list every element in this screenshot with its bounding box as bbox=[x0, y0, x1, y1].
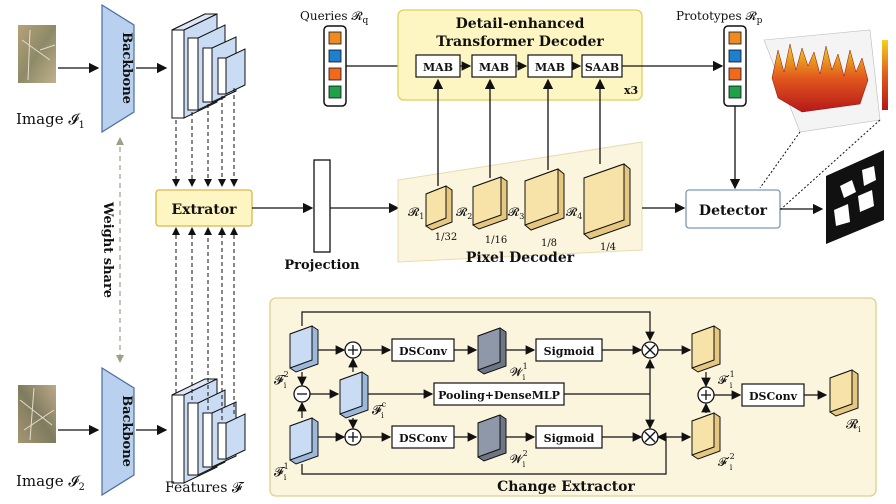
dsconv-output: DSConv bbox=[741, 383, 805, 407]
cube-to-decoder-arrows bbox=[432, 78, 606, 186]
scale-r2-ratio: 1/16 bbox=[485, 235, 507, 246]
features-label: Features 𝓕 bbox=[165, 480, 245, 496]
image2-label: Image 𝓘2 bbox=[16, 472, 85, 493]
detector-box: Detector bbox=[685, 189, 781, 229]
query-token-1 bbox=[328, 31, 342, 45]
svg-text:Detector: Detector bbox=[699, 203, 768, 219]
weight-share-label: Weight share bbox=[100, 201, 115, 298]
svg-text:DSConv: DSConv bbox=[749, 390, 798, 403]
subtract-node bbox=[293, 385, 311, 403]
feature-map-fp1 bbox=[691, 325, 721, 373]
svg-text:DSConv: DSConv bbox=[399, 345, 448, 358]
heatmap-surface bbox=[763, 29, 888, 133]
mab-block-2: MAB bbox=[471, 54, 517, 78]
svg-text:DSConv: DSConv bbox=[399, 432, 448, 445]
decoder-title-1: Detail-enhanced bbox=[456, 16, 585, 32]
scale-r1-label: 𝓡1 bbox=[408, 205, 424, 221]
prototype-token-4 bbox=[728, 85, 742, 99]
saab-block: SAAB bbox=[581, 54, 623, 78]
mab-block-1: MAB bbox=[415, 54, 461, 78]
pixel-decoder-panel bbox=[397, 141, 643, 263]
svg-text:MAB: MAB bbox=[423, 61, 453, 74]
query-token-2 bbox=[328, 49, 342, 63]
scale-r4-label: 𝓡4 bbox=[566, 205, 582, 221]
scale-r4-ratio: 1/4 bbox=[600, 242, 616, 253]
svg-text:Extrator: Extrator bbox=[171, 202, 237, 218]
svg-text:Pooling+DenseMLP: Pooling+DenseMLP bbox=[438, 389, 560, 402]
query-token-4 bbox=[328, 85, 342, 99]
svg-text:Backbone: Backbone bbox=[119, 32, 134, 104]
add-node-final bbox=[697, 386, 715, 404]
pixel-decoder-label: Pixel Decoder bbox=[466, 250, 575, 266]
feature-cube-r2 bbox=[472, 176, 508, 230]
feature-connectors bbox=[172, 88, 238, 420]
prototypes-label: Prototypes 𝓡p bbox=[676, 9, 763, 26]
decoder-repeat: x3 bbox=[624, 84, 638, 97]
prototype-token-3 bbox=[728, 67, 742, 81]
svg-text:SAAB: SAAB bbox=[585, 61, 619, 74]
svg-text:MAB: MAB bbox=[479, 61, 509, 74]
scale-r2-label: 𝓡2 bbox=[456, 205, 472, 221]
input-image-2 bbox=[18, 385, 56, 443]
sigmoid-bottom: Sigmoid bbox=[535, 425, 603, 449]
prototype-token-1 bbox=[728, 31, 742, 45]
sigmoid-top: Sigmoid bbox=[535, 338, 603, 362]
feature-stack-bottom bbox=[171, 378, 246, 484]
dsconv-bottom: DSConv bbox=[391, 425, 455, 449]
projection-box bbox=[313, 159, 331, 253]
svg-text:Sigmoid: Sigmoid bbox=[544, 345, 595, 358]
scale-r1-ratio: 1/32 bbox=[435, 232, 457, 243]
mab-block-3: MAB bbox=[527, 54, 573, 78]
image1-label: Image 𝓘1 bbox=[16, 110, 85, 131]
feature-map-f1 bbox=[289, 417, 319, 465]
prototype-tokens bbox=[723, 25, 747, 107]
prototype-token-2 bbox=[728, 49, 742, 63]
feature-map-fp2 bbox=[691, 412, 721, 460]
query-token-3 bbox=[328, 67, 342, 81]
weight-map-w2 bbox=[477, 414, 507, 462]
backbone-top: Backbone bbox=[101, 3, 135, 134]
add-node-top bbox=[344, 341, 362, 359]
decoder-title-2: Transformer Decoder bbox=[436, 34, 604, 50]
feature-map-f2 bbox=[289, 325, 319, 373]
weight-map-w1 bbox=[477, 327, 507, 375]
change-map-output bbox=[826, 150, 884, 244]
scale-r3-ratio: 1/8 bbox=[541, 238, 557, 249]
projection-label: Projection bbox=[284, 258, 360, 273]
dsconv-top: DSConv bbox=[391, 338, 455, 362]
add-node-bottom bbox=[344, 428, 362, 446]
svg-text:Backbone: Backbone bbox=[119, 395, 134, 467]
multiply-node-bottom bbox=[641, 428, 659, 446]
feature-cube-r4 bbox=[583, 163, 631, 240]
svg-text:Sigmoid: Sigmoid bbox=[544, 432, 595, 445]
input-image-1 bbox=[18, 25, 56, 83]
feature-stack-top bbox=[171, 13, 246, 119]
pooling-densemlp-box: Pooling+DenseMLP bbox=[433, 382, 565, 406]
query-tokens bbox=[323, 25, 347, 107]
change-extractor-title: Change Extractor bbox=[497, 479, 635, 495]
ri-label: 𝓡i bbox=[846, 417, 861, 434]
feature-map-fc bbox=[339, 371, 369, 419]
feature-map-ri bbox=[829, 369, 859, 417]
multiply-node-top bbox=[641, 341, 659, 359]
queries-label: Queries 𝓡q bbox=[300, 9, 369, 26]
feature-cube-r3 bbox=[524, 168, 565, 231]
transformer-decoder-panel: Detail-enhanced Transformer Decoder MAB … bbox=[397, 9, 643, 101]
feature-cube-r1 bbox=[425, 185, 453, 231]
extractor-box: Extrator bbox=[155, 189, 253, 227]
svg-text:MAB: MAB bbox=[535, 61, 565, 74]
scale-r3-label: 𝓡3 bbox=[508, 205, 524, 221]
backbone-bottom: Backbone bbox=[101, 366, 135, 497]
